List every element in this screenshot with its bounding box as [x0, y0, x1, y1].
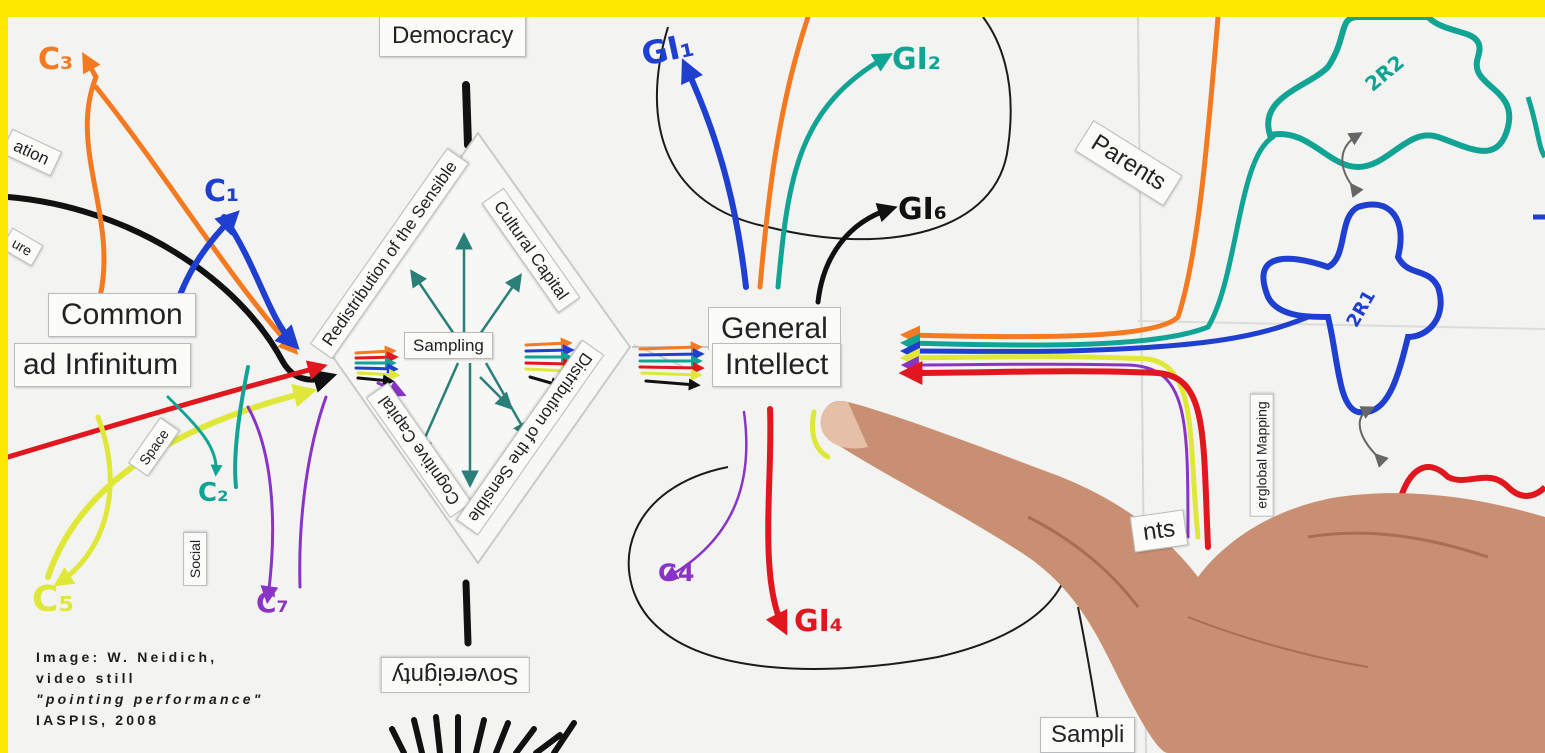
upper-circle [655, 17, 1012, 241]
label-common: Common [48, 293, 196, 337]
label-parents-bottom: nts [1129, 509, 1189, 553]
label-democracy: Democracy [379, 17, 527, 57]
label-ad-infinitum: ad Infinitum [14, 343, 192, 387]
hand-c1: C₁ [204, 174, 240, 209]
label-sampling-bottom: Sampli [1040, 717, 1136, 753]
whiteboard: Democracy Sovereignty Common ad Infinitu… [8, 17, 1545, 753]
zone-2r1-shape [1260, 201, 1444, 416]
image-credit: Image: W. Neidich, video still "pointing… [36, 647, 264, 731]
label-overglobal-mapping: erglobal Mapping [1249, 393, 1274, 517]
pointing-hand [820, 401, 1545, 753]
hand-g4: G4 [658, 559, 695, 587]
hand-c7: C₇ [256, 586, 289, 619]
credit-line-4: IASPIS, 2008 [36, 712, 160, 728]
hand-gi4: GI₄ [794, 604, 843, 639]
label-general: General [708, 307, 841, 350]
zone-2r2-shape [1265, 17, 1513, 171]
hand-gi6: GI₆ [898, 192, 947, 227]
hand-gi1: GI₁ [638, 25, 697, 74]
label-sampling-center: Sampling [404, 332, 493, 359]
hand-c5: C₅ [32, 579, 75, 620]
credit-line-1: Image: W. Neidich, [36, 649, 218, 665]
credit-line-2: video still [36, 670, 136, 686]
label-intellect: Intellect [712, 343, 842, 387]
sovereignty-hatching [389, 714, 577, 753]
hand-gi2: GI₂ [892, 42, 941, 77]
hand-c3: C₃ [38, 42, 74, 77]
credit-line-3: "pointing performance" [36, 691, 264, 707]
label-sovereignty: Sovereignty [381, 657, 530, 693]
hand-c2: C₂ [198, 478, 229, 508]
label-social: Social [183, 531, 208, 587]
